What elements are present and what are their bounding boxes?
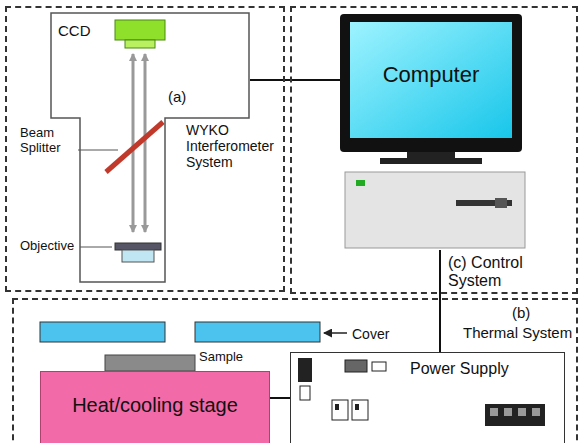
cover-plate [195,322,320,342]
cover-plate [40,322,165,342]
board-component [352,400,368,420]
computer: Computer [340,14,525,250]
drive-button [495,198,507,208]
screen [350,22,512,138]
board-component [532,408,540,416]
computer-tower [345,172,525,248]
dashed-region: (b) Thermal SystemHeat/cooling stage Power… [12,298,578,443]
node-label: WYKO Interferometer System [186,122,282,170]
node-label: (c) Control System [448,254,544,291]
power-led [356,180,365,186]
board-component [490,408,498,416]
monitor-base [380,158,482,164]
board-component [332,400,348,420]
part-label: Objective [20,239,80,254]
section-letter: (a) [168,88,198,105]
heating-stage: Heat/cooling stage [40,371,270,443]
part-label: Sample [199,350,251,365]
light-beam [132,54,135,232]
objective-lens [122,250,154,262]
board-component [345,360,367,372]
section-letter: (b) [512,304,552,321]
monitor [340,14,522,152]
cable [439,250,441,352]
monitor-neck [407,152,455,159]
power-supply-board: Power Supply [290,352,565,443]
board-component [372,362,386,371]
leader-arrow [324,332,347,334]
ccd-sensor [125,40,155,48]
objective-mount [115,243,161,250]
cable [250,79,340,81]
dashed-region: (c) Control System Computer [290,6,578,294]
board-component [300,386,310,400]
sample [105,355,195,371]
housing-outline [51,13,249,282]
node-label: Power Supply [410,360,530,378]
node-label: CCD [58,22,108,39]
node-label: Thermal System [463,324,575,341]
board-component [335,404,339,410]
ccd-camera [115,20,165,40]
light-beam [144,54,147,232]
board-component [298,358,312,382]
board-component [518,408,526,416]
part-label: Cover [352,326,402,342]
leader-line [80,247,112,248]
leader-line [78,150,118,151]
board-component [485,404,545,426]
cable [270,397,290,399]
board-component [504,408,512,416]
part-label: Beam Splitter [20,126,76,156]
node-label: Computer [355,62,507,87]
node-label: Heat/cooling stage [42,394,268,417]
board-component [355,404,359,410]
beam-splitter [106,122,163,172]
